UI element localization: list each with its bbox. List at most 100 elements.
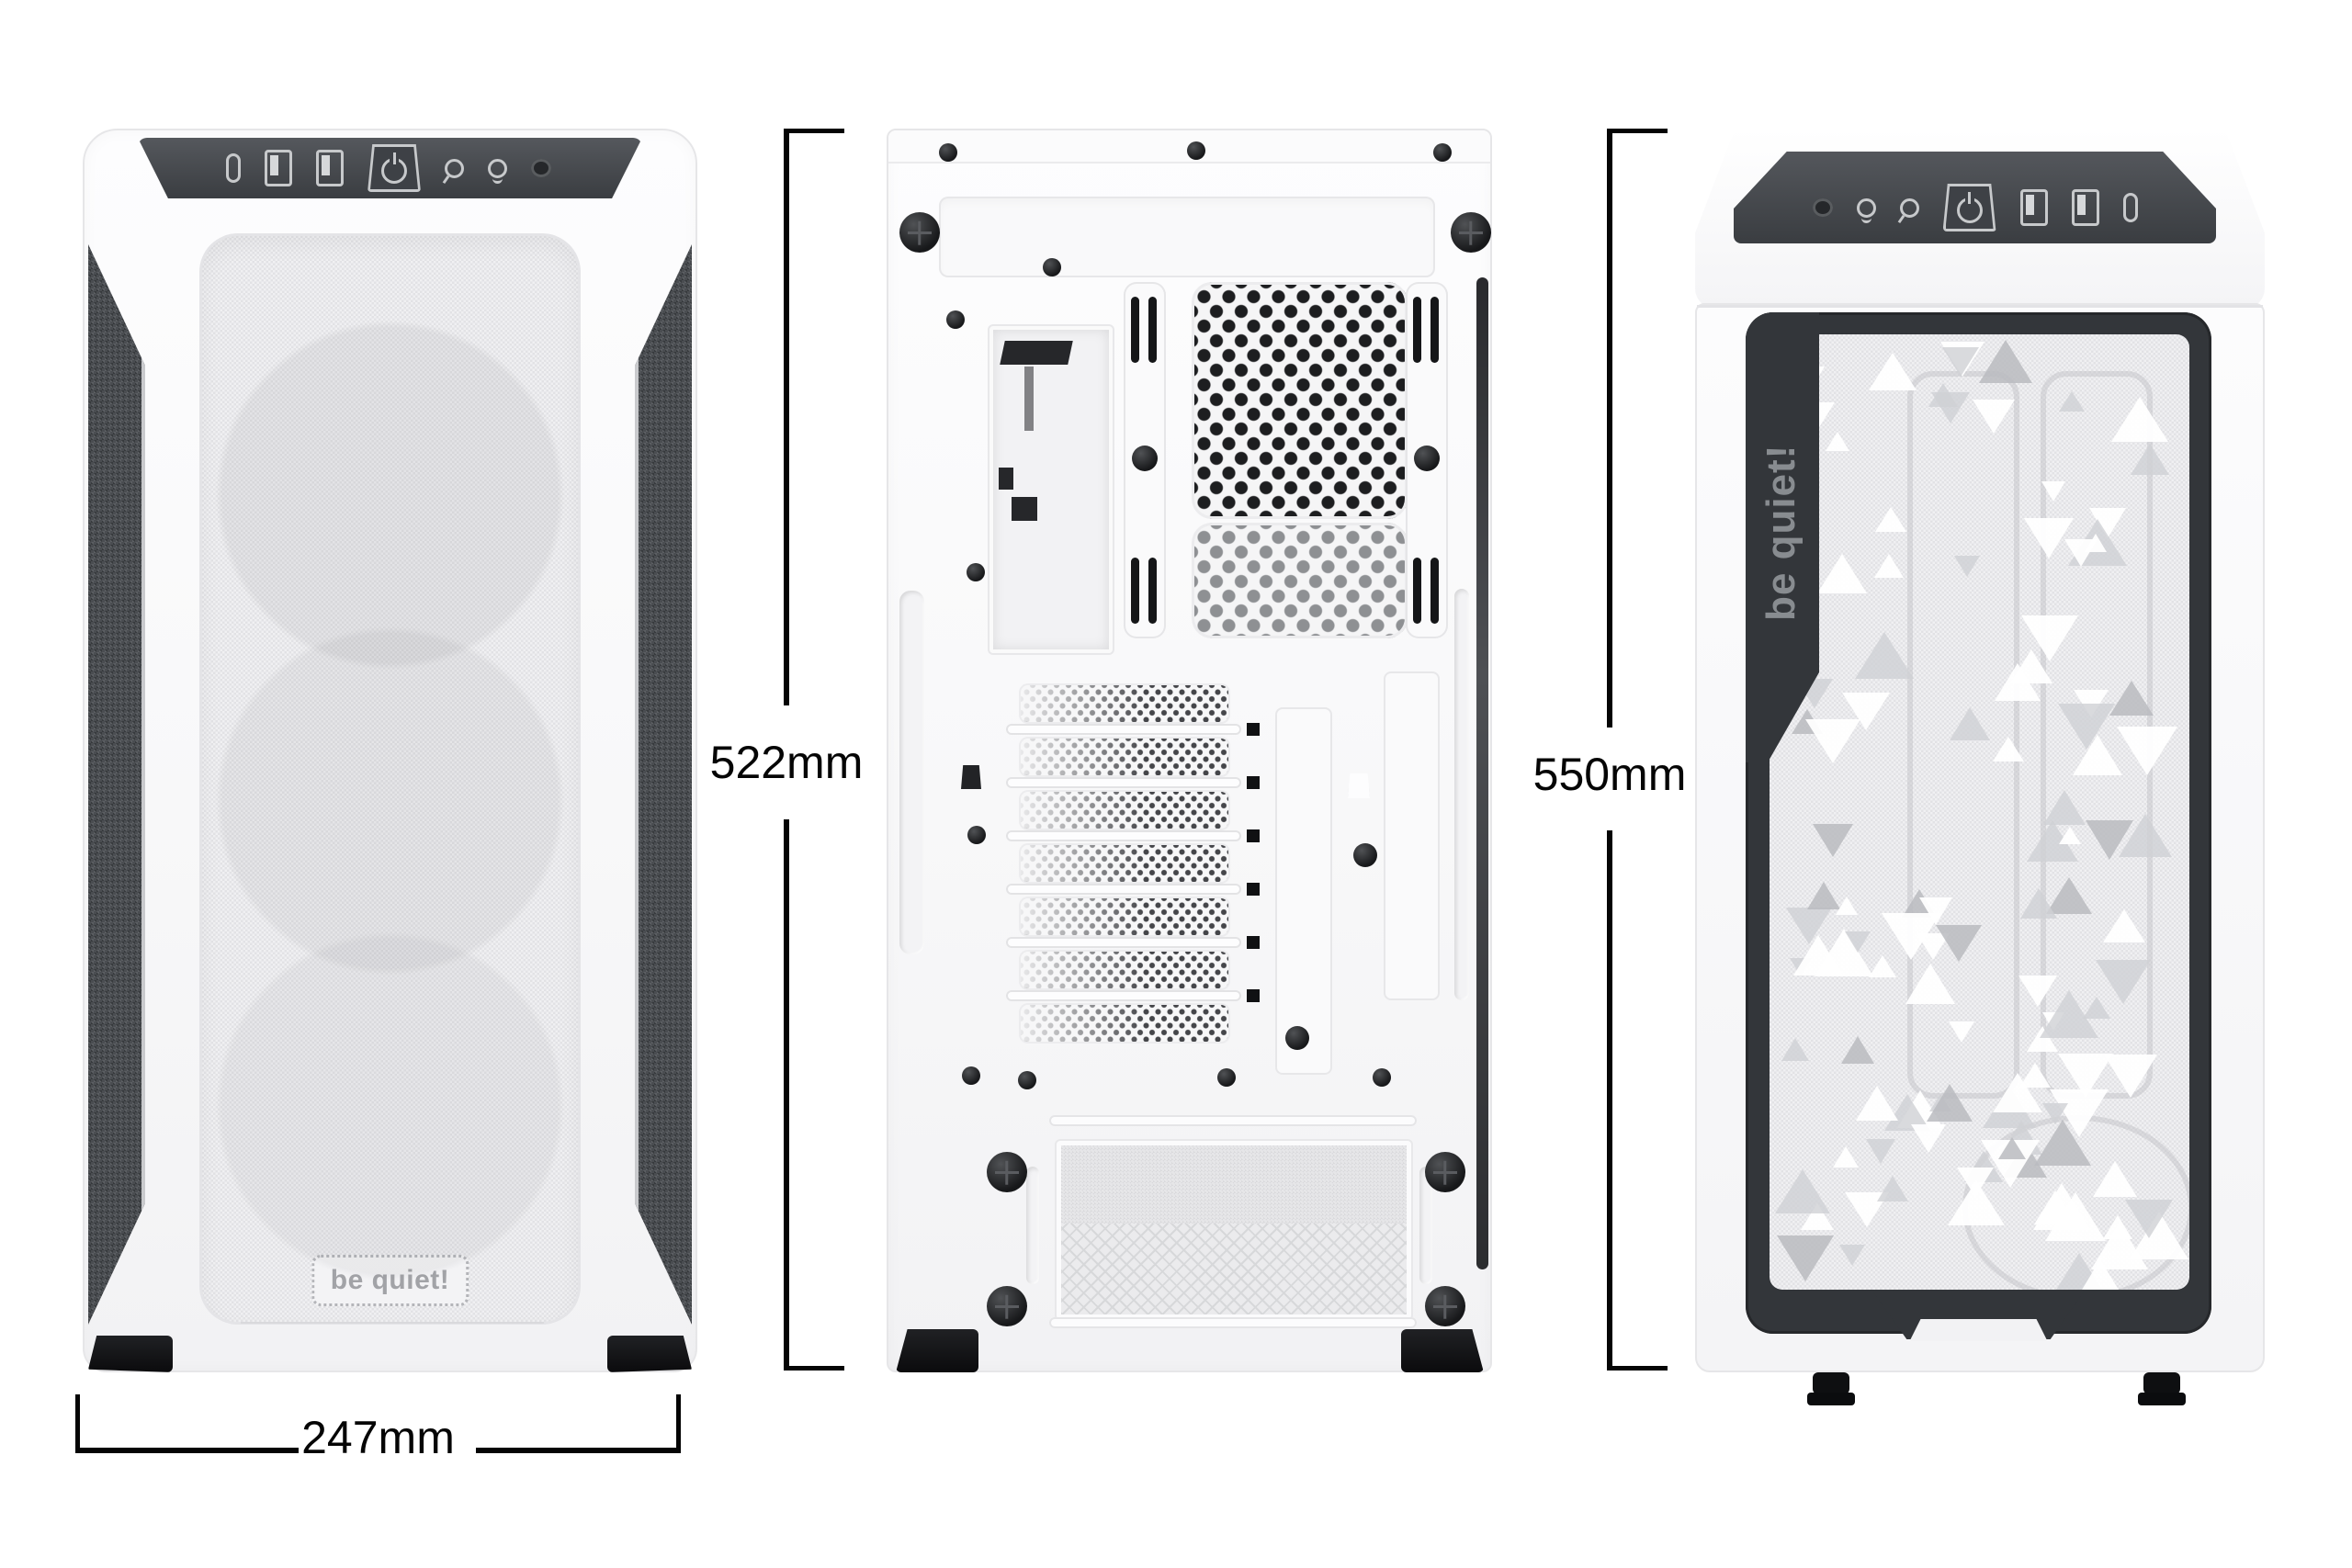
pci-slot-separator	[1006, 884, 1241, 895]
headphone-port-icon	[488, 158, 507, 184]
mesh-triangle-pattern	[1905, 964, 1955, 1005]
mesh-triangle-pattern	[1877, 1175, 1909, 1201]
side-mesh-panel	[1770, 334, 2189, 1290]
rear-left-groove	[899, 591, 924, 954]
pci-slot-separator	[1006, 990, 1241, 1001]
dimension-tick-bottom	[1607, 1366, 1668, 1371]
dimension-line-left	[75, 1448, 299, 1453]
mic-port-icon	[445, 158, 464, 178]
latch-tab-light	[1348, 773, 1370, 798]
mesh-triangle-pattern	[1781, 1037, 1810, 1061]
usb-a-port-icon	[316, 150, 344, 186]
mesh-triangle-pattern	[1881, 913, 1940, 961]
pci-slot-cover	[1021, 739, 1228, 775]
mesh-triangle-pattern	[2085, 820, 2133, 861]
mesh-triangle-pattern	[1948, 1180, 2006, 1226]
mesh-triangle-pattern	[2045, 1191, 2107, 1241]
mesh-triangle-pattern	[1841, 1035, 1875, 1064]
rear-height-dimension-label: 522mm	[709, 737, 864, 788]
mesh-triangle-pattern	[1835, 896, 1858, 915]
screw	[1217, 1068, 1236, 1087]
mesh-triangle-pattern	[1998, 1136, 2027, 1159]
thumbscrew	[987, 1286, 1027, 1326]
dimension-line-top	[784, 129, 789, 705]
latch-tab-dark	[961, 765, 981, 789]
pci-screw-hole	[1247, 829, 1260, 842]
dimension-line-bottom	[1607, 830, 1612, 1371]
pci-screw-hole	[1247, 776, 1260, 789]
dimension-tick-bottom	[784, 1366, 844, 1371]
mesh-triangle-pattern	[1994, 662, 2041, 701]
rear-far-right-panel	[1384, 671, 1440, 1000]
front-left-foot	[88, 1336, 173, 1372]
pci-slot-cover	[1021, 1005, 1228, 1042]
usb-c-port-icon	[226, 153, 241, 183]
mesh-triangle-pattern	[1973, 400, 2016, 434]
pci-screw-hole	[1247, 883, 1260, 896]
mesh-triangle-pattern	[1792, 935, 1843, 976]
usb-a-port-icon	[265, 150, 292, 186]
pci-slot-cover	[1021, 792, 1228, 829]
front-right-foot	[607, 1336, 692, 1372]
psu-bottom-bar	[1049, 1317, 1417, 1328]
motherboard-io-cutout	[989, 326, 1113, 653]
mesh-triangle-pattern	[1812, 823, 1853, 857]
rear-top-vent-recess	[939, 197, 1435, 277]
mesh-triangle-pattern	[2076, 1258, 2125, 1290]
pci-slot-cover	[1021, 685, 1228, 722]
mesh-triangle-pattern	[1868, 353, 1917, 391]
mesh-triangle-pattern	[1979, 340, 2033, 384]
pci-slot-separator	[1006, 777, 1241, 788]
front-mesh-panel: be quiet!	[199, 233, 581, 1325]
mesh-triangle-pattern	[1816, 553, 1867, 593]
mesh-triangle-pattern	[2072, 735, 2122, 776]
side-view: be quiet!	[1695, 129, 2265, 1405]
thumbscrew	[899, 212, 940, 253]
screw	[1018, 1071, 1036, 1089]
rear-right-foot	[1401, 1329, 1484, 1372]
screw	[946, 310, 965, 329]
side-panel-edge	[1476, 277, 1488, 1269]
fan-mount-rail-left	[1124, 282, 1166, 638]
mesh-triangle-pattern	[1953, 555, 1980, 577]
screw	[1285, 1026, 1309, 1050]
mesh-triangle-pattern	[2058, 1054, 2114, 1099]
mesh-triangle-pattern	[1949, 1021, 1975, 1043]
mesh-triangle-pattern	[1868, 955, 1896, 978]
mesh-triangle-pattern	[2130, 443, 2169, 475]
width-dimension: 247mm	[75, 1394, 681, 1461]
mesh-triangle-pattern	[1806, 882, 1840, 910]
pci-slot-separator	[1006, 937, 1241, 948]
led-indicator-icon	[1812, 198, 1833, 217]
frame-bottom-notch-cut	[1909, 1319, 2048, 1341]
mesh-triangle-pattern	[1992, 737, 2024, 762]
dimension-tick-top	[1607, 129, 1668, 133]
width-dimension-label: 247mm	[301, 1412, 455, 1463]
front-io-panel	[138, 138, 642, 198]
screw	[967, 826, 986, 844]
pci-slot-cover	[1021, 845, 1228, 882]
mesh-triangle-pattern	[1866, 1138, 1896, 1164]
pci-screw-hole	[1247, 989, 1260, 1002]
dimension-tick-right	[676, 1394, 681, 1453]
screw	[1187, 141, 1205, 160]
mesh-triangle-pattern	[2064, 538, 2098, 567]
pci-slot-cover	[1021, 898, 1228, 935]
be-quiet-side-logo: be quiet!	[1758, 444, 1804, 622]
rear-height-dimension: 522mm	[710, 129, 863, 1371]
mesh-triangle-pattern	[1950, 706, 1991, 740]
mesh-triangle-pattern	[1845, 931, 1871, 953]
pci-slot-cover	[1021, 952, 1228, 988]
mesh-triangle-pattern	[1942, 346, 1980, 377]
screw	[967, 563, 985, 581]
headphone-port-icon	[1856, 197, 1876, 223]
mesh-triangle-pattern	[2096, 959, 2152, 1004]
mesh-triangle-pattern	[1856, 1085, 1899, 1121]
rear-view	[887, 129, 1492, 1372]
front-right-mesh-strip	[635, 244, 692, 1325]
psu-bay-interior-top	[1061, 1145, 1407, 1225]
mesh-triangle-pattern	[1935, 924, 1982, 962]
screw	[962, 1066, 980, 1085]
mesh-triangle-pattern	[2041, 1103, 2068, 1125]
top-io-row	[1734, 177, 2216, 238]
